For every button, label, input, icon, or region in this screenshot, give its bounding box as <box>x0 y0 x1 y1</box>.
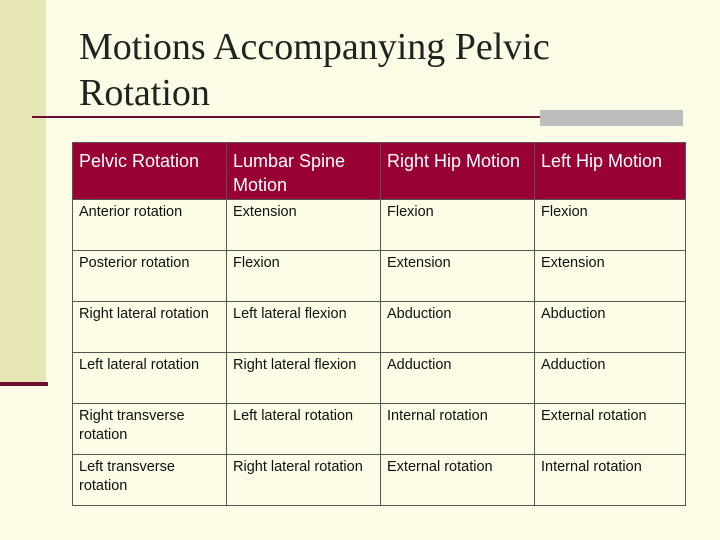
table-header-row: Pelvic Rotation Lumbar Spine Motion Righ… <box>72 142 686 200</box>
title-underline-block <box>540 110 683 126</box>
cell-left-hip-motion: Abduction <box>534 301 686 353</box>
cell-left-hip-motion: Adduction <box>534 352 686 404</box>
table-row: Anterior rotation Extension Flexion Flex… <box>72 199 686 251</box>
cell-pelvic-rotation: Left lateral rotation <box>72 352 227 404</box>
cell-pelvic-rotation: Posterior rotation <box>72 250 227 302</box>
cell-right-hip-motion: Abduction <box>380 301 535 353</box>
header-lumbar-spine-motion: Lumbar Spine Motion <box>226 142 381 200</box>
cell-pelvic-rotation: Anterior rotation <box>72 199 227 251</box>
cell-left-hip-motion: External rotation <box>534 403 686 455</box>
cell-pelvic-rotation: Right lateral rotation <box>72 301 227 353</box>
table-row: Posterior rotation Flexion Extension Ext… <box>72 250 686 302</box>
header-right-hip-motion: Right Hip Motion <box>380 142 535 200</box>
motion-table: Pelvic Rotation Lumbar Spine Motion Righ… <box>72 142 686 506</box>
cell-right-hip-motion: External rotation <box>380 454 535 506</box>
cell-left-hip-motion: Extension <box>534 250 686 302</box>
slide-title: Motions Accompanying Pelvic Rotation <box>79 26 550 114</box>
cell-lumbar-spine-motion: Right lateral rotation <box>226 454 381 506</box>
table-row: Left transverse rotation Right lateral r… <box>72 454 686 506</box>
table-row: Right lateral rotation Left lateral flex… <box>72 301 686 353</box>
cell-lumbar-spine-motion: Right lateral flexion <box>226 352 381 404</box>
cell-lumbar-spine-motion: Extension <box>226 199 381 251</box>
title-underline <box>32 116 542 118</box>
cell-pelvic-rotation: Right transverse rotation <box>72 403 227 455</box>
cell-right-hip-motion: Extension <box>380 250 535 302</box>
table-row: Left lateral rotation Right lateral flex… <box>72 352 686 404</box>
cell-lumbar-spine-motion: Left lateral flexion <box>226 301 381 353</box>
cell-lumbar-spine-motion: Flexion <box>226 250 381 302</box>
header-pelvic-rotation: Pelvic Rotation <box>72 142 227 200</box>
cell-left-hip-motion: Internal rotation <box>534 454 686 506</box>
cell-right-hip-motion: Adduction <box>380 352 535 404</box>
cell-pelvic-rotation: Left transverse rotation <box>72 454 227 506</box>
left-decor-bar <box>0 0 46 382</box>
cell-lumbar-spine-motion: Left lateral rotation <box>226 403 381 455</box>
cell-right-hip-motion: Internal rotation <box>380 403 535 455</box>
cell-right-hip-motion: Flexion <box>380 199 535 251</box>
cell-left-hip-motion: Flexion <box>534 199 686 251</box>
table-row: Right transverse rotation Left lateral r… <box>72 403 686 455</box>
header-left-hip-motion: Left Hip Motion <box>534 142 686 200</box>
left-decor-accent <box>0 382 48 386</box>
